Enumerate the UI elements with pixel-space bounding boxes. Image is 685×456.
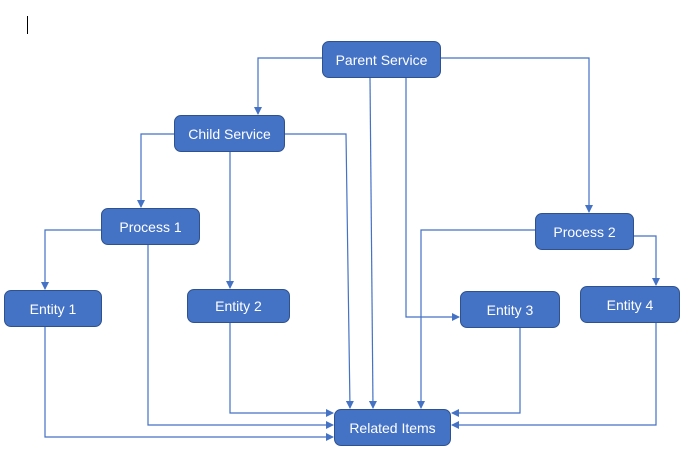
edge-entity3-to-related (451, 328, 521, 417)
edge-entity2-to-related (229, 323, 334, 417)
edge-parent-to-related (368, 77, 377, 409)
node-process-1[interactable]: Process 1 (101, 208, 200, 245)
node-process-2[interactable]: Process 2 (535, 213, 634, 250)
node-label: Parent Service (335, 51, 428, 68)
edge-process1-to-related (147, 245, 334, 429)
node-label: Related Items (349, 419, 436, 436)
edge-parent-to-entity3 (405, 78, 460, 321)
node-child-service[interactable]: Child Service (174, 115, 285, 152)
edge-child-to-related (285, 133, 354, 409)
node-label: Child Service (188, 125, 271, 142)
node-entity-2[interactable]: Entity 2 (187, 289, 290, 323)
node-label: Process 2 (553, 223, 616, 240)
node-parent-service[interactable]: Parent Service (322, 41, 441, 78)
edge-parent-to-child (254, 57, 322, 115)
edge-process2-to-related (417, 229, 535, 409)
node-label: Entity 4 (606, 296, 654, 313)
edge-entity4-to-related (451, 323, 657, 429)
edge-child-to-process1 (137, 133, 174, 208)
node-label: Entity 2 (215, 298, 262, 314)
node-label: Entity 1 (29, 300, 77, 317)
text-cursor (27, 16, 28, 34)
edge-parent-to-process2 (441, 57, 593, 213)
node-entity-4[interactable]: Entity 4 (580, 286, 680, 323)
node-entity-3[interactable]: Entity 3 (460, 291, 560, 328)
edge-entity1-to-related (44, 327, 334, 441)
edge-process1-to-entity1 (41, 229, 101, 290)
edge-process2-to-entity4 (634, 235, 660, 286)
node-related-items[interactable]: Related Items (334, 409, 451, 446)
node-entity-1[interactable]: Entity 1 (4, 290, 102, 327)
node-label: Process 1 (119, 218, 182, 235)
node-label: Entity 3 (486, 301, 534, 318)
